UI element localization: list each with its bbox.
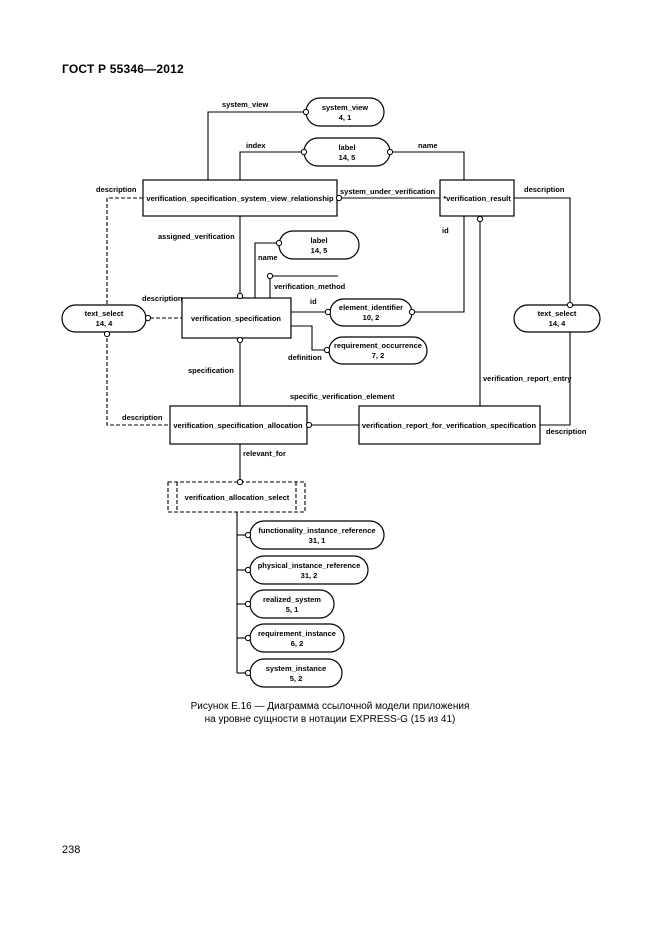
- end-circle-specification: [236, 336, 244, 344]
- rel-label-id-right: id: [442, 226, 449, 235]
- end-circle-verification-report-entry: [476, 215, 484, 223]
- end-circle-id-right: [408, 308, 416, 316]
- line-system-view: [207, 111, 306, 180]
- ref-system-instance-page: 5, 2: [290, 674, 303, 683]
- end-circle-id-mid: [324, 308, 332, 316]
- end-circle-relevant-for: [236, 478, 244, 486]
- entity-label-vs: verification_specification: [191, 314, 281, 323]
- figure-caption: Рисунок Е.16 — Диаграмма ссылочной модел…: [130, 700, 530, 726]
- ref-realized-system-name: realized_system: [263, 595, 321, 604]
- line-id-right: [412, 216, 465, 313]
- end-circle-name-top: [386, 148, 394, 156]
- end-circle-description-right-top: [566, 301, 574, 309]
- entity-box-vssvr: [142, 179, 338, 217]
- rel-label-verification-report-entry: verification_report_entry: [483, 374, 572, 383]
- end-circle-assigned-verification: [236, 292, 244, 300]
- rel-label-verification-method: verification_method: [274, 282, 346, 291]
- rel-label-specific-verification-element: specific_verification_element: [290, 392, 395, 401]
- ref-physical-instance-reference-name: physical_instance_reference: [258, 561, 361, 570]
- ref-requirement-occurrence-name: requirement_occurrence: [334, 341, 422, 350]
- ref-label-mid-name: label: [310, 236, 327, 245]
- end-circle-name-mid: [275, 239, 283, 247]
- ref-label-top-page: 14, 5: [339, 153, 356, 162]
- end-circle-system-view: [302, 108, 310, 116]
- end-circle-verification-method: [266, 272, 274, 280]
- entity-box-vrfvs: [358, 405, 541, 445]
- rel-label-specification: specification: [188, 366, 234, 375]
- ref-functionality-instance-reference-page: 31, 1: [309, 536, 326, 545]
- rel-label-description-left-top: description: [96, 185, 137, 194]
- ref-functionality-instance-reference-name: functionality_instance_reference: [258, 526, 375, 535]
- ref-label-mid-page: 14, 5: [311, 246, 328, 255]
- end-circle-description-left-mid: [144, 314, 152, 322]
- end-circle-specific-verification-element: [305, 421, 313, 429]
- rel-label-description-right-top: description: [524, 185, 565, 194]
- rel-label-definition: definition: [288, 353, 322, 362]
- ref-text-select-left-name: text_select: [85, 309, 124, 318]
- entity-box-vr: [439, 179, 515, 217]
- ref-system-view-name: system_view: [322, 103, 368, 112]
- ref-realized-system-page: 5, 1: [286, 605, 299, 614]
- end-circle-select-b1: [244, 531, 252, 539]
- page-number: 238: [62, 844, 81, 856]
- document-header: ГОСТ Р 55346—2012: [62, 62, 184, 76]
- ref-system-instance-name: system_instance: [266, 664, 326, 673]
- ref-physical-instance-reference-page: 31, 2: [301, 571, 318, 580]
- line-definition: [291, 325, 325, 351]
- ref-text-select-left-page: 14, 4: [96, 319, 114, 328]
- end-circle-index: [300, 148, 308, 156]
- line-index: [239, 151, 304, 180]
- end-circle-definition: [323, 346, 331, 354]
- relationship-end-circles: [103, 108, 574, 677]
- rel-label-name-mid: name: [258, 253, 278, 262]
- entity-box-vsa: [169, 405, 308, 445]
- line-name-top: [390, 151, 465, 180]
- entity-label-vssvr: verification_specification_system_view_r…: [146, 194, 334, 203]
- ref-requirement-instance-name: requirement_instance: [258, 629, 336, 638]
- rel-label-description-left-bottom: description: [122, 413, 163, 422]
- ref-element-identifier-name: element_identifier: [339, 303, 403, 312]
- rel-label-index: index: [246, 141, 266, 150]
- relationship-lines: [106, 111, 571, 674]
- ref-requirement-occurrence-page: 7, 2: [372, 351, 385, 360]
- entity-label-vsa: verification_specification_allocation: [173, 421, 303, 430]
- rel-label-name-top: name: [418, 141, 438, 150]
- entity-label-vrfvs: verification_report_for_verification_spe…: [362, 421, 537, 430]
- ref-requirement-instance-page: 6, 2: [291, 639, 304, 648]
- end-circle-system-under-verification: [335, 194, 343, 202]
- entity-label-vr: *verification_result: [443, 194, 511, 203]
- ref-label-top-name: label: [338, 143, 355, 152]
- select-box-vas-outer: [167, 481, 306, 513]
- entity-box-vs: [181, 297, 292, 339]
- ref-system-view-page: 4, 1: [339, 113, 352, 122]
- caption-line-2: на уровне сущности в нотации EXPRESS-G (…: [204, 714, 456, 725]
- line-description-left-bottom: [106, 332, 170, 426]
- ref-text-select-right-page: 14, 4: [549, 319, 567, 328]
- ref-text-select-right-name: text_select: [538, 309, 577, 318]
- rel-label-system-view: system_view: [222, 100, 268, 109]
- rel-label-id-mid: id: [310, 297, 317, 306]
- ref-element-identifier-page: 10, 2: [363, 313, 380, 322]
- line-description-left-top: [106, 197, 143, 305]
- rel-label-system-under-verification: system_under_verification: [340, 187, 435, 196]
- rel-label-description-right-bottom: description: [546, 427, 587, 436]
- caption-line-1: Рисунок Е.16 — Диаграмма ссылочной модел…: [190, 701, 470, 712]
- line-description-right-top: [514, 197, 571, 307]
- end-circle-select-b3: [244, 600, 252, 608]
- end-circle-select-b4: [244, 634, 252, 642]
- end-circle-description-left-top: [103, 330, 111, 338]
- select-label-vas: verification_allocation_select: [185, 493, 290, 502]
- rel-label-description-left-mid: description: [142, 294, 183, 303]
- end-circle-select-b2: [244, 566, 252, 574]
- line-name-mid: [254, 242, 279, 300]
- line-description-right-bottom: [540, 332, 571, 426]
- end-circle-select-b5: [244, 669, 252, 677]
- ref-text-select-right: [513, 304, 601, 333]
- rel-label-relevant-for: relevant_for: [243, 449, 286, 458]
- rel-label-assigned-verification: assigned_verification: [158, 232, 235, 241]
